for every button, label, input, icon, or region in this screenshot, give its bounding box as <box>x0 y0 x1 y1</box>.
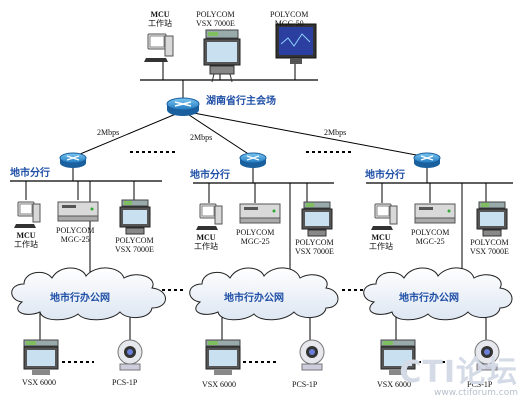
branch-3-mgc-label-line2: MGC-25 <box>415 237 445 246</box>
branch-1-workstation-icon <box>14 201 41 228</box>
branch-router-2-icon <box>239 152 267 168</box>
hq-workstation-icon <box>144 33 174 62</box>
hq-vsx-label-line1: POLYCOM <box>196 10 235 19</box>
branch-2-ep1-label: VSX 6000 <box>202 380 236 389</box>
branch-2-mcu-label-line2: 工作站 <box>194 242 218 251</box>
branch-1-ep1-label-line1: VSX 6000 <box>22 378 57 387</box>
cloud-network-2-icon <box>189 267 339 321</box>
hq-mcu-label-line2: 工作站 <box>148 19 172 28</box>
link-label-3: 2Mbps <box>324 128 347 137</box>
branch-2-vsx7000e-icon <box>301 201 333 237</box>
branch-2-workstation-icon <box>196 203 223 230</box>
branch-1-vsx-label-line2: VSX 7000E <box>115 245 154 254</box>
branch-1-mgc-label-line2: MGC-25 <box>60 235 90 244</box>
watermark-url: www.ctiforum.com <box>433 388 518 398</box>
branch-1-ep2-label: PCS-1P <box>112 378 137 387</box>
branch-2-mgc-label-line2: MGC-25 <box>240 237 270 246</box>
branch-3-network-label: 地市行办公网 <box>399 293 459 304</box>
branch-3-mgc-label-line1: POLYCOM <box>411 228 450 237</box>
hq-title: 湖南省行主会场 <box>206 96 276 107</box>
branch-2-ep2-label-line1: PCS-1P <box>292 380 318 389</box>
branch-2-title: 地市分行 <box>190 170 230 181</box>
link-label-2: 2Mbps <box>190 133 213 142</box>
branch-1-pcs1p-icon <box>117 339 143 371</box>
branch-3-workstation-icon <box>371 203 398 230</box>
cloud-network-3-icon <box>363 267 513 321</box>
branch-2-mgc-label-line1: POLYCOM <box>236 228 275 237</box>
hq-vsx-label: POLYCOM VSX 7000E <box>196 10 235 28</box>
hq-mcu-label: MCU 工作站 <box>148 10 172 28</box>
hq-mcu-label-line1: MCU <box>150 10 170 19</box>
branch-2-mcu-label-line1: MCU <box>196 233 216 242</box>
branch-1-mcu-label-line1: MCU <box>16 231 36 240</box>
branch-1-network-label: 地市行办公网 <box>50 293 110 304</box>
branch-2-vsx6000-icon <box>205 339 241 375</box>
branch-2-network-label: 地市行办公网 <box>224 293 284 304</box>
branch-3-ep2-label: PCS-1P <box>467 380 492 389</box>
branch-1-mgc-label-line1: POLYCOM <box>56 226 95 235</box>
branch-1-ep1-label: VSX 6000 <box>22 378 56 387</box>
branch-2-vsx-label-line2: VSX 7000E <box>295 247 334 256</box>
branch-router-1-icon <box>59 152 87 168</box>
branch-3-ep1-label: VSX 6000 <box>377 380 411 389</box>
branch-1-mcu-label-line2: 工作站 <box>14 240 38 249</box>
watermark: CTI论坛 www.ctiforum.com <box>399 355 518 399</box>
link-label-1: 2Mbps <box>97 128 120 137</box>
hq-vsx-label-line2: VSX 7000E <box>196 19 235 28</box>
branch-1-mgc25-icon <box>57 201 99 222</box>
hq-mgc50-icon <box>275 23 317 64</box>
branch-1-ep2-label-line1: PCS-1P <box>112 378 138 387</box>
watermark-logo: CTI论坛 <box>399 355 518 390</box>
branch-1-title: 地市分行 <box>10 168 50 179</box>
branch-3-vsx-label-line2: VSX 7000E <box>470 247 509 256</box>
hq-vsx7000e-icon <box>203 29 241 83</box>
branch-2-pcs1p-icon <box>299 339 325 371</box>
hq-mgc-label: POLYCOM MGC-50 <box>270 10 308 28</box>
branch-2-ep2-label: PCS-1P <box>292 380 317 389</box>
branch-router-3-icon <box>413 152 441 168</box>
branch-3-mgc25-icon <box>414 203 456 224</box>
hq-mgc-label-line2: MGC-50 <box>274 19 304 28</box>
branch-3-pcs1p-icon <box>474 339 500 371</box>
branch-1-vsx6000-icon <box>23 339 59 375</box>
branch-3-title: 地市分行 <box>365 170 405 181</box>
branch-2-vsx-label-line1: POLYCOM <box>295 238 334 247</box>
branch-3-ep2-label-line1: PCS-1P <box>467 380 493 389</box>
branch-3-vsx7000e-icon <box>476 201 508 237</box>
branch-3-ep1-label-line1: VSX 6000 <box>377 380 412 389</box>
hq-router-icon <box>166 97 200 116</box>
branch-3-vsx-label-line1: POLYCOM <box>470 238 509 247</box>
branch-1-vsx-label-line1: POLYCOM <box>115 236 154 245</box>
branch-2-mgc25-icon <box>239 203 281 224</box>
hq-mgc-label-line1: POLYCOM <box>270 10 309 19</box>
cloud-network-1-icon <box>11 267 166 321</box>
branch-1-vsx7000e-icon <box>119 199 151 235</box>
branch-3-mcu-label-line1: MCU <box>371 233 391 242</box>
branch-3-mcu-label-line2: 工作站 <box>369 242 393 251</box>
branch-3-vsx6000-icon <box>380 339 416 375</box>
branch-2-ep1-label-line1: VSX 6000 <box>202 380 237 389</box>
